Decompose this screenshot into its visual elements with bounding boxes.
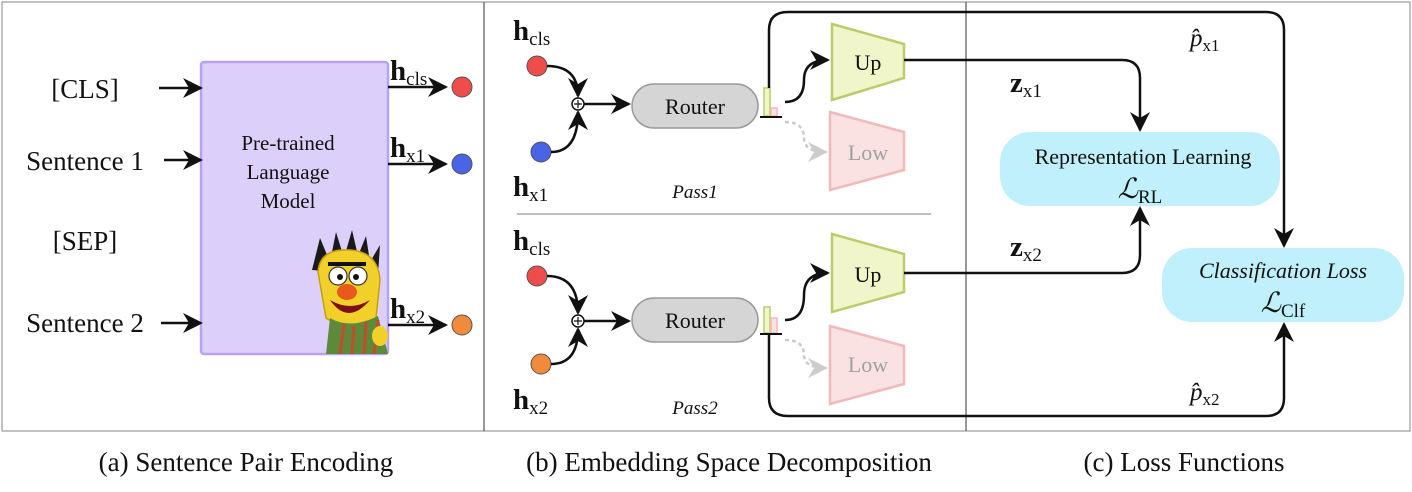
caption-a: (a) Sentence Pair Encoding bbox=[99, 447, 394, 477]
input-sentence-2: Sentence 2 bbox=[26, 308, 144, 338]
output-h-cls-symbol: h bbox=[390, 55, 406, 87]
output-h-x1: hx1 bbox=[388, 132, 473, 175]
pass2-h-x2-label: hx2 bbox=[513, 384, 548, 419]
output-h-x2: hx2 bbox=[388, 293, 473, 336]
model-line-2: Language bbox=[247, 160, 330, 184]
pass2-label: Pass2 bbox=[671, 398, 718, 419]
panel-a: [CLS] Sentence 1 [SEP] Sentence 2 Pre-tr… bbox=[26, 55, 473, 356]
model-line-3: Model bbox=[261, 189, 316, 213]
pass1-gate-bars bbox=[760, 87, 782, 118]
dot-red bbox=[451, 76, 473, 98]
panel-c: p̂x1 zx1 zx2 p̂x2 Representation Learnin… bbox=[767, 10, 1404, 418]
model-line-1: Pre-trained bbox=[241, 131, 335, 155]
pass2-low-block bbox=[828, 324, 906, 406]
caption-c: (c) Loss Functions bbox=[1084, 447, 1285, 477]
input-sep: [SEP] bbox=[53, 226, 118, 256]
input-cls: [CLS] bbox=[51, 74, 119, 104]
input-sentence-1: Sentence 1 bbox=[26, 146, 144, 176]
label-p-x2: p̂x2 bbox=[1188, 379, 1220, 409]
label-z-x2: zx2 bbox=[1010, 231, 1042, 266]
panel-b: hcls hx1 Router Up Low Pass1 hcls hx2 bbox=[513, 15, 931, 419]
rl-box-title: Representation Learning bbox=[1035, 144, 1252, 169]
pass2-red-dot bbox=[526, 265, 548, 287]
pass2-arrow-up bbox=[784, 263, 830, 322]
pass2-gate-bars bbox=[760, 306, 782, 335]
pass2-orange-dot bbox=[530, 353, 552, 375]
pass2-merge-top bbox=[546, 274, 588, 315]
pass1-router-label: Router bbox=[665, 94, 726, 119]
pass2-low-label: Low bbox=[848, 352, 888, 377]
pass1-label: Pass1 bbox=[671, 182, 717, 203]
output-h-x1-symbol: h bbox=[390, 132, 406, 164]
output-h-x2-symbol: h bbox=[390, 293, 406, 325]
label-p-x1: p̂x1 bbox=[1188, 25, 1220, 55]
clf-box-title: Classification Loss bbox=[1199, 258, 1367, 283]
mascot-image bbox=[312, 230, 388, 355]
label-z-x1: zx1 bbox=[1010, 67, 1042, 102]
pass1-low-block bbox=[828, 110, 906, 192]
pass2-router bbox=[631, 297, 759, 343]
pass1-blue-dot bbox=[530, 141, 552, 163]
classification-loss-box bbox=[1162, 248, 1404, 322]
dot-blue bbox=[451, 153, 473, 175]
output-h-x1-sub: x1 bbox=[406, 146, 425, 167]
clf-loss-symbol: ℒClf bbox=[1261, 288, 1306, 322]
pass2-up-label: Up bbox=[855, 262, 882, 287]
pass1-up-label: Up bbox=[855, 50, 882, 75]
pass1-merge-top bbox=[546, 64, 588, 98]
pass2-h-cls-label: hcls bbox=[513, 225, 550, 260]
arrow-p-x1 bbox=[767, 10, 1294, 248]
svg-text:hx2: hx2 bbox=[390, 293, 425, 328]
pass2-merge-bottom bbox=[550, 327, 588, 366]
pass1-arrow-low bbox=[784, 120, 828, 162]
arrow-z-x2 bbox=[904, 206, 1150, 275]
pass1-low-label: Low bbox=[848, 140, 888, 165]
pass1-up-block bbox=[830, 22, 906, 102]
svg-text:hx1: hx1 bbox=[390, 132, 425, 167]
svg-text:hcls: hcls bbox=[390, 55, 427, 90]
pass1-h-x1-label: hx1 bbox=[513, 171, 548, 206]
pass1-router bbox=[631, 83, 759, 129]
output-h-cls: hcls bbox=[388, 55, 473, 98]
arrow-z-x1 bbox=[904, 58, 1150, 132]
pass1-arrow-up bbox=[784, 50, 830, 104]
figure-frame bbox=[1, 1, 1411, 432]
pass2-up-block bbox=[830, 232, 906, 314]
pass2-router-label: Router bbox=[665, 308, 726, 333]
caption-b: (b) Embedding Space Decomposition bbox=[526, 447, 932, 477]
output-h-x2-sub: x2 bbox=[406, 307, 425, 328]
representation-learning-box bbox=[1000, 132, 1280, 206]
dot-orange bbox=[451, 314, 473, 336]
pass2-arrow-low bbox=[784, 338, 828, 378]
arrow-p-x2 bbox=[767, 322, 1294, 418]
pass1-red-dot bbox=[526, 55, 548, 77]
output-h-cls-sub: cls bbox=[406, 69, 427, 90]
rl-loss-symbol: ℒRL bbox=[1118, 174, 1162, 208]
pass1-h-cls-label: hcls bbox=[513, 15, 550, 50]
pass1-merge-bottom bbox=[550, 110, 588, 154]
